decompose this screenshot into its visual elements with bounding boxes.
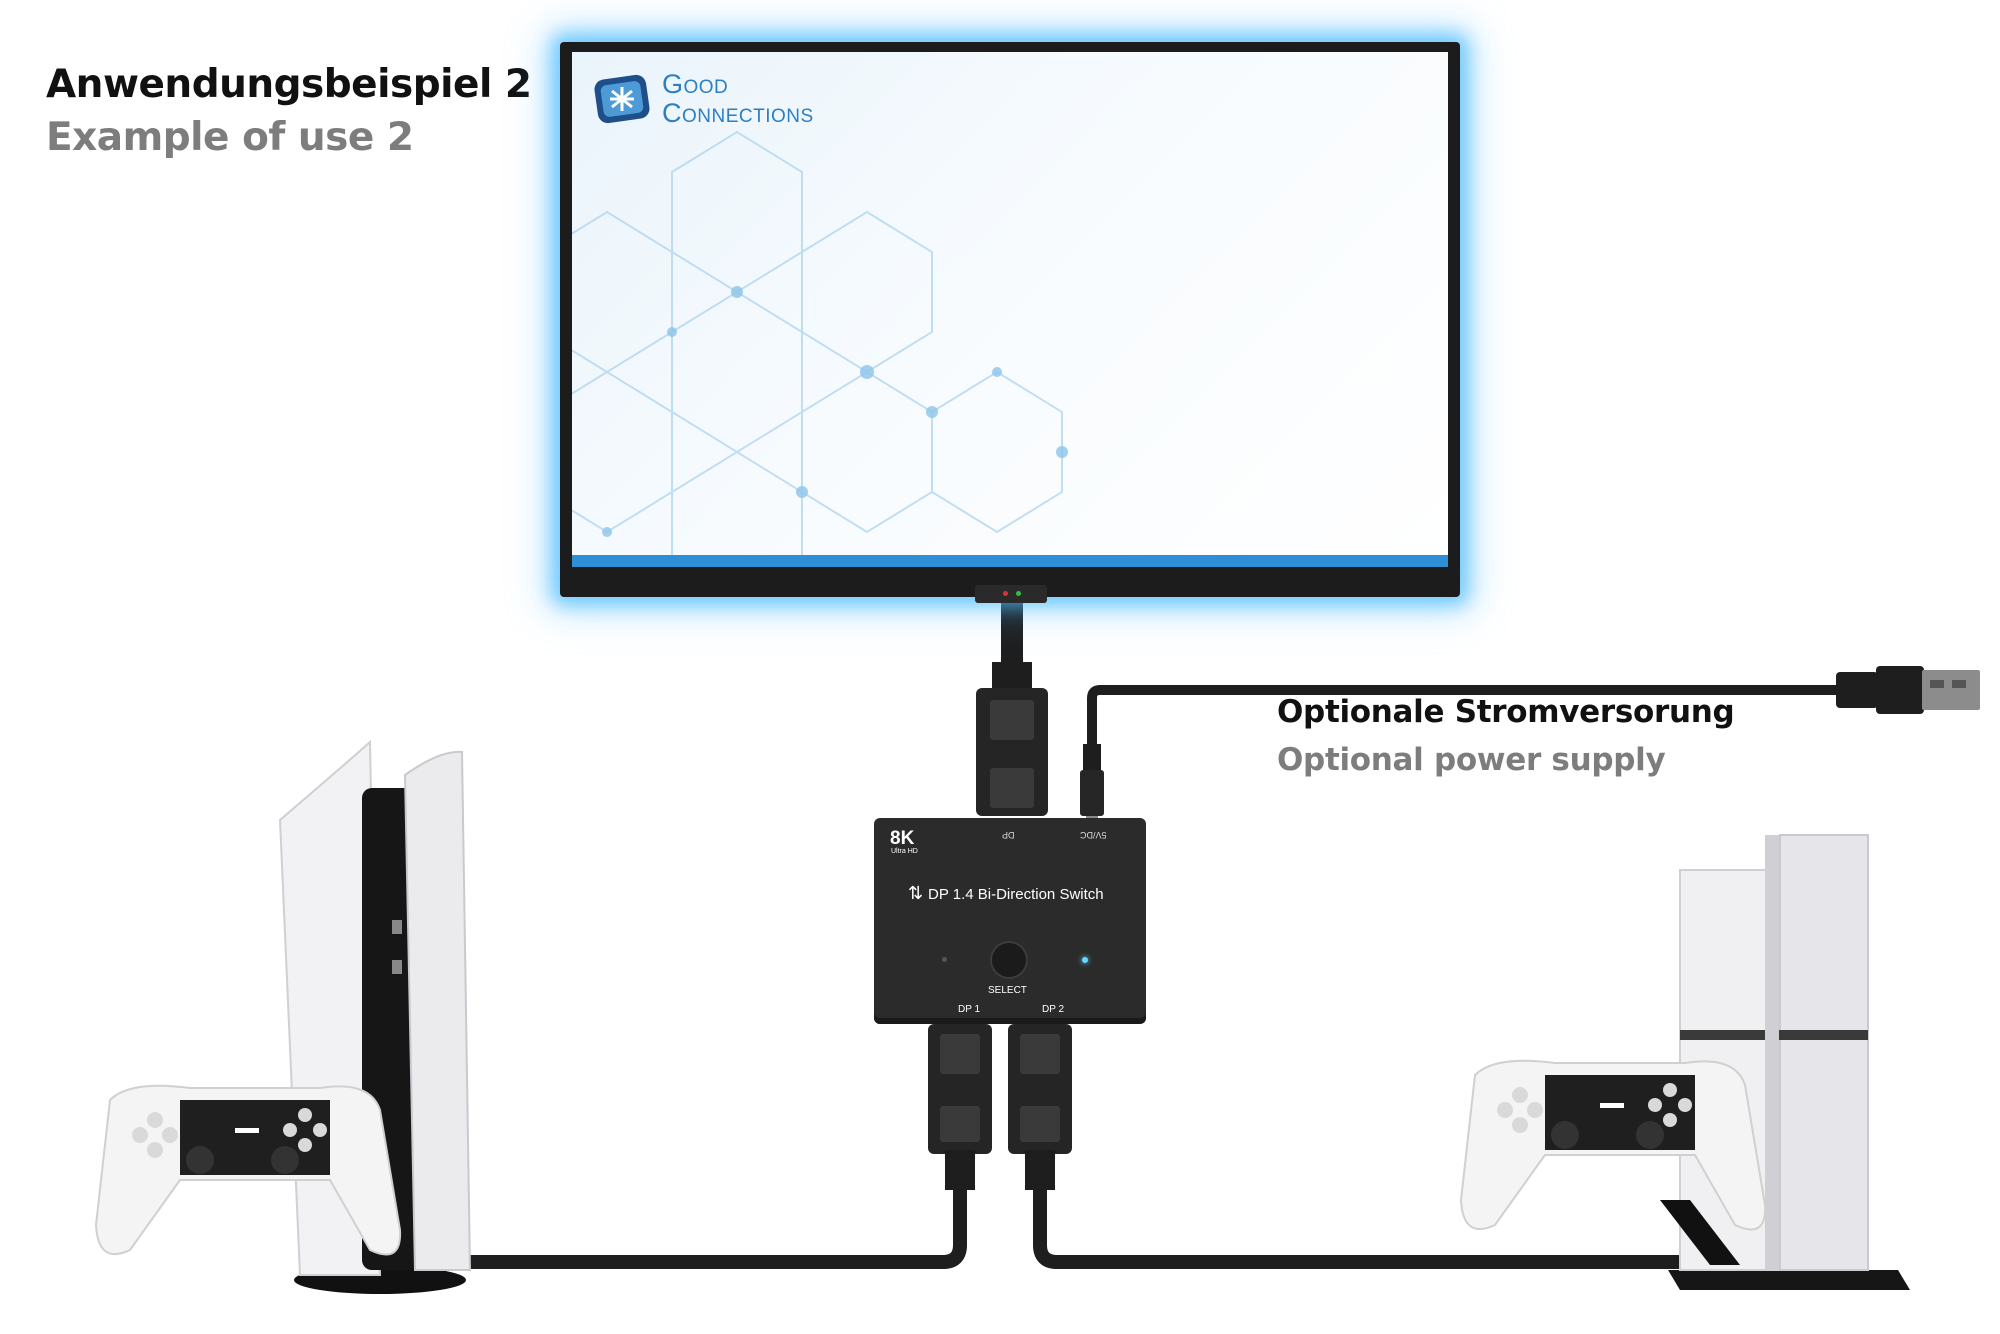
dp-cable-left	[463, 1153, 967, 1269]
dp-connector-top	[976, 662, 1048, 816]
status-led-left	[942, 957, 947, 962]
resolution-sub: Ultra HD	[891, 848, 918, 855]
heading-title-en: Example of use 2	[46, 115, 414, 160]
monitor-green-led	[1016, 591, 1021, 596]
power-supply-label: Optionale Stromversorung Optional power …	[1277, 694, 1735, 778]
good-connections-logo-icon	[594, 74, 650, 124]
left-controller	[94, 1084, 402, 1256]
usb-power-cable	[1087, 685, 1849, 753]
right-game-console	[1660, 834, 1910, 1290]
port-label-dp1: DP 1	[958, 1004, 981, 1015]
select-button-label: SELECT	[988, 985, 1027, 996]
dp-connector-2	[1008, 1024, 1072, 1190]
port-label-dp-top: DP	[1002, 830, 1015, 840]
power-label-de: Optionale Stromversorung	[1277, 694, 1735, 730]
hexagon-pattern	[572, 130, 1068, 567]
monitor-screen: Good Connections	[572, 52, 1448, 567]
right-controller	[1459, 1059, 1767, 1231]
dc-jack-icon	[1080, 744, 1104, 826]
screen-accent-stripe	[572, 555, 1448, 567]
brand-name: Good Connections	[662, 70, 814, 128]
bidirectional-arrows-icon: ⇅	[908, 883, 924, 904]
heading-title-de: Anwendungsbeispiel 2	[46, 62, 532, 107]
monitor-red-led	[1003, 591, 1008, 596]
brand-line-1: Good	[662, 69, 729, 99]
switch-title: DP 1.4 Bi-Direction Switch	[928, 886, 1104, 903]
heading: Anwendungsbeispiel 2 Example of use 2	[46, 62, 532, 160]
monitor: Good Connections	[560, 42, 1460, 597]
monitor-stand	[975, 585, 1047, 603]
usb-plug-icon	[1836, 666, 1980, 714]
select-button[interactable]	[992, 943, 1026, 977]
port-label-power: 5V/DC	[1080, 830, 1107, 840]
port-label-dp2: DP 2	[1042, 1004, 1065, 1015]
dp-connector-1	[928, 1024, 992, 1190]
dp-switch: 8K Ultra HD DP 5V/DC ⇅ DP 1.4 Bi-Directi…	[874, 818, 1146, 1024]
power-label-en: Optional power supply	[1277, 742, 1666, 778]
brand-line-2: Connections	[662, 98, 814, 128]
status-led-right	[1082, 957, 1088, 963]
brand-logo: Good Connections	[592, 70, 814, 128]
dp-cable-right	[1033, 1153, 1707, 1269]
resolution-badge: 8K	[890, 828, 915, 849]
